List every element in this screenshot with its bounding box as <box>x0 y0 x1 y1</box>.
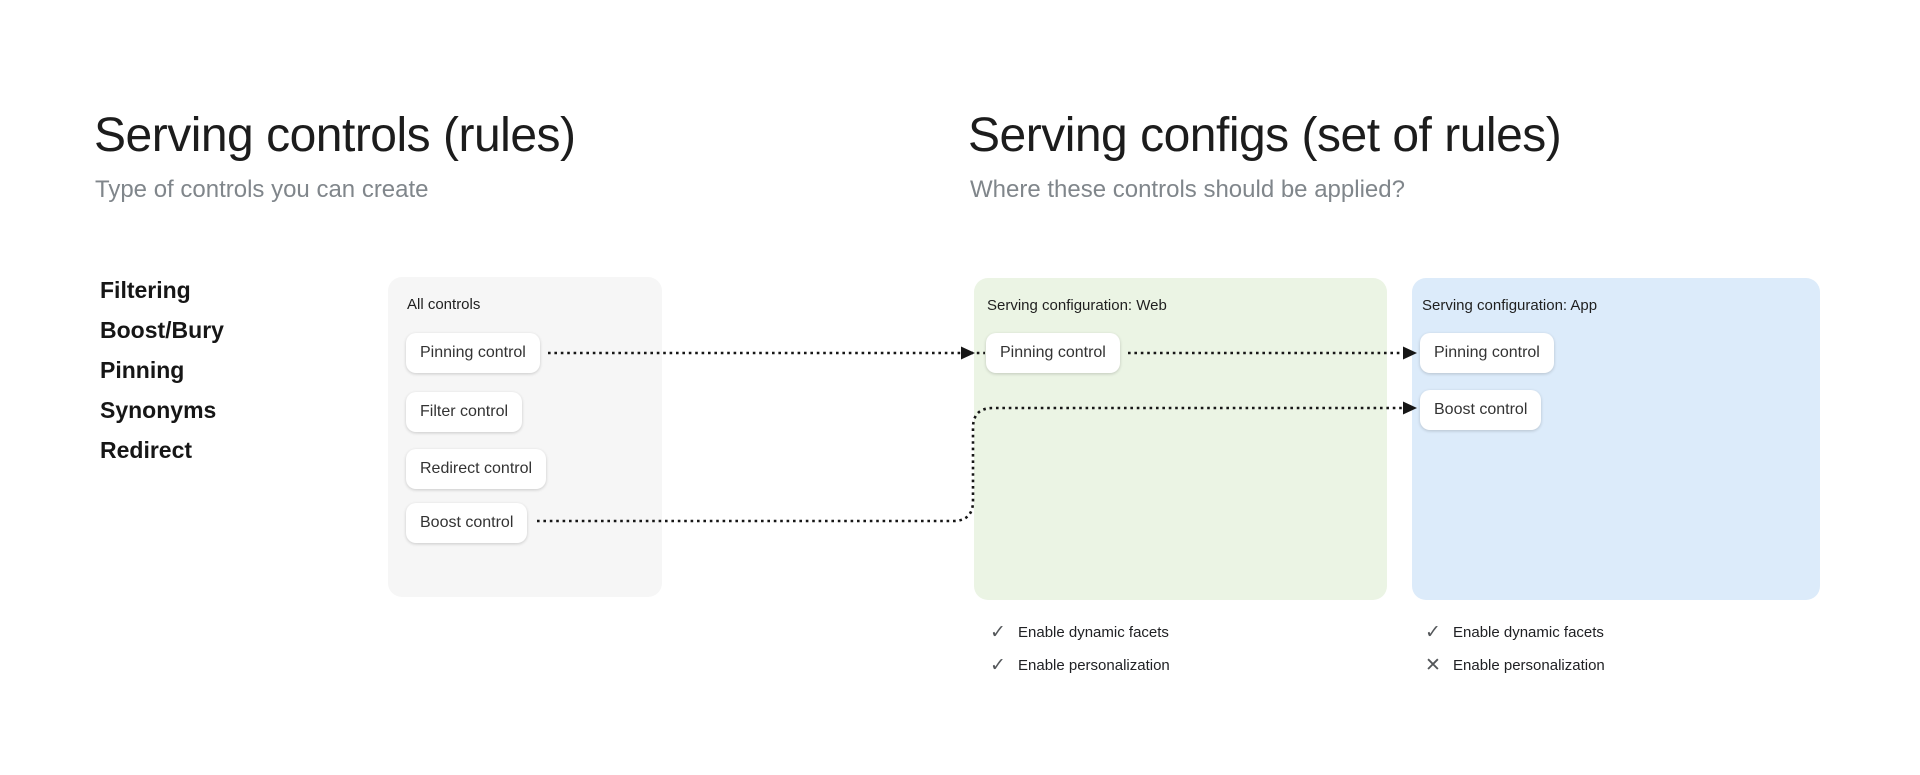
right-panel-title: Serving configs (set of rules) <box>968 109 1562 162</box>
web-feature-list: ✓ Enable dynamic facets ✓ Enable persona… <box>988 622 1170 675</box>
app-pill-pinning-control: Pinning control <box>1420 333 1554 373</box>
control-type-redirect: Redirect <box>100 437 193 463</box>
right-panel-subtitle: Where these controls should be applied? <box>970 176 1405 203</box>
feature-label: Enable dynamic facets <box>1018 623 1169 641</box>
check-icon: ✓ <box>990 654 1006 676</box>
all-controls-card: All controls Pinning control Filter cont… <box>388 277 662 597</box>
control-type-pinning: Pinning <box>100 357 185 383</box>
pill-boost-control: Boost control <box>406 503 528 543</box>
web-pill-pinning-control: Pinning control <box>986 333 1120 373</box>
control-type-synonyms: Synonyms <box>100 397 217 423</box>
feature-label: Enable personalization <box>1453 656 1605 674</box>
web-feature-dynamic-facets: ✓ Enable dynamic facets <box>988 622 1170 642</box>
pill-redirect-control: Redirect control <box>406 449 547 489</box>
all-controls-card-label: All controls <box>407 296 481 313</box>
control-type-boost-bury: Boost/Bury <box>100 317 224 343</box>
app-feature-personalization: ✕ Enable personalization <box>1423 655 1605 675</box>
pill-filter-control: Filter control <box>406 392 523 432</box>
check-icon: ✓ <box>1425 621 1441 643</box>
web-feature-personalization: ✓ Enable personalization <box>988 655 1170 675</box>
serving-config-web-label: Serving configuration: Web <box>987 297 1167 314</box>
pill-pinning-control: Pinning control <box>406 333 540 373</box>
feature-label: Enable dynamic facets <box>1453 623 1604 641</box>
serving-config-web-card: Serving configuration: Web Pinning contr… <box>974 278 1387 600</box>
app-pill-boost-control: Boost control <box>1420 390 1542 430</box>
control-type-list: Filtering Boost/Bury Pinning Synonyms Re… <box>100 270 224 470</box>
app-feature-list: ✓ Enable dynamic facets ✕ Enable persona… <box>1423 622 1605 675</box>
left-panel-subtitle: Type of controls you can create <box>95 176 429 203</box>
left-panel-title: Serving controls (rules) <box>94 109 576 162</box>
app-feature-dynamic-facets: ✓ Enable dynamic facets <box>1423 622 1605 642</box>
serving-config-app-label: Serving configuration: App <box>1422 297 1598 314</box>
control-type-filtering: Filtering <box>100 277 191 303</box>
serving-config-app-card: Serving configuration: App Pinning contr… <box>1412 278 1820 600</box>
cross-icon: ✕ <box>1425 654 1441 676</box>
check-icon: ✓ <box>990 621 1006 643</box>
feature-label: Enable personalization <box>1018 656 1170 674</box>
